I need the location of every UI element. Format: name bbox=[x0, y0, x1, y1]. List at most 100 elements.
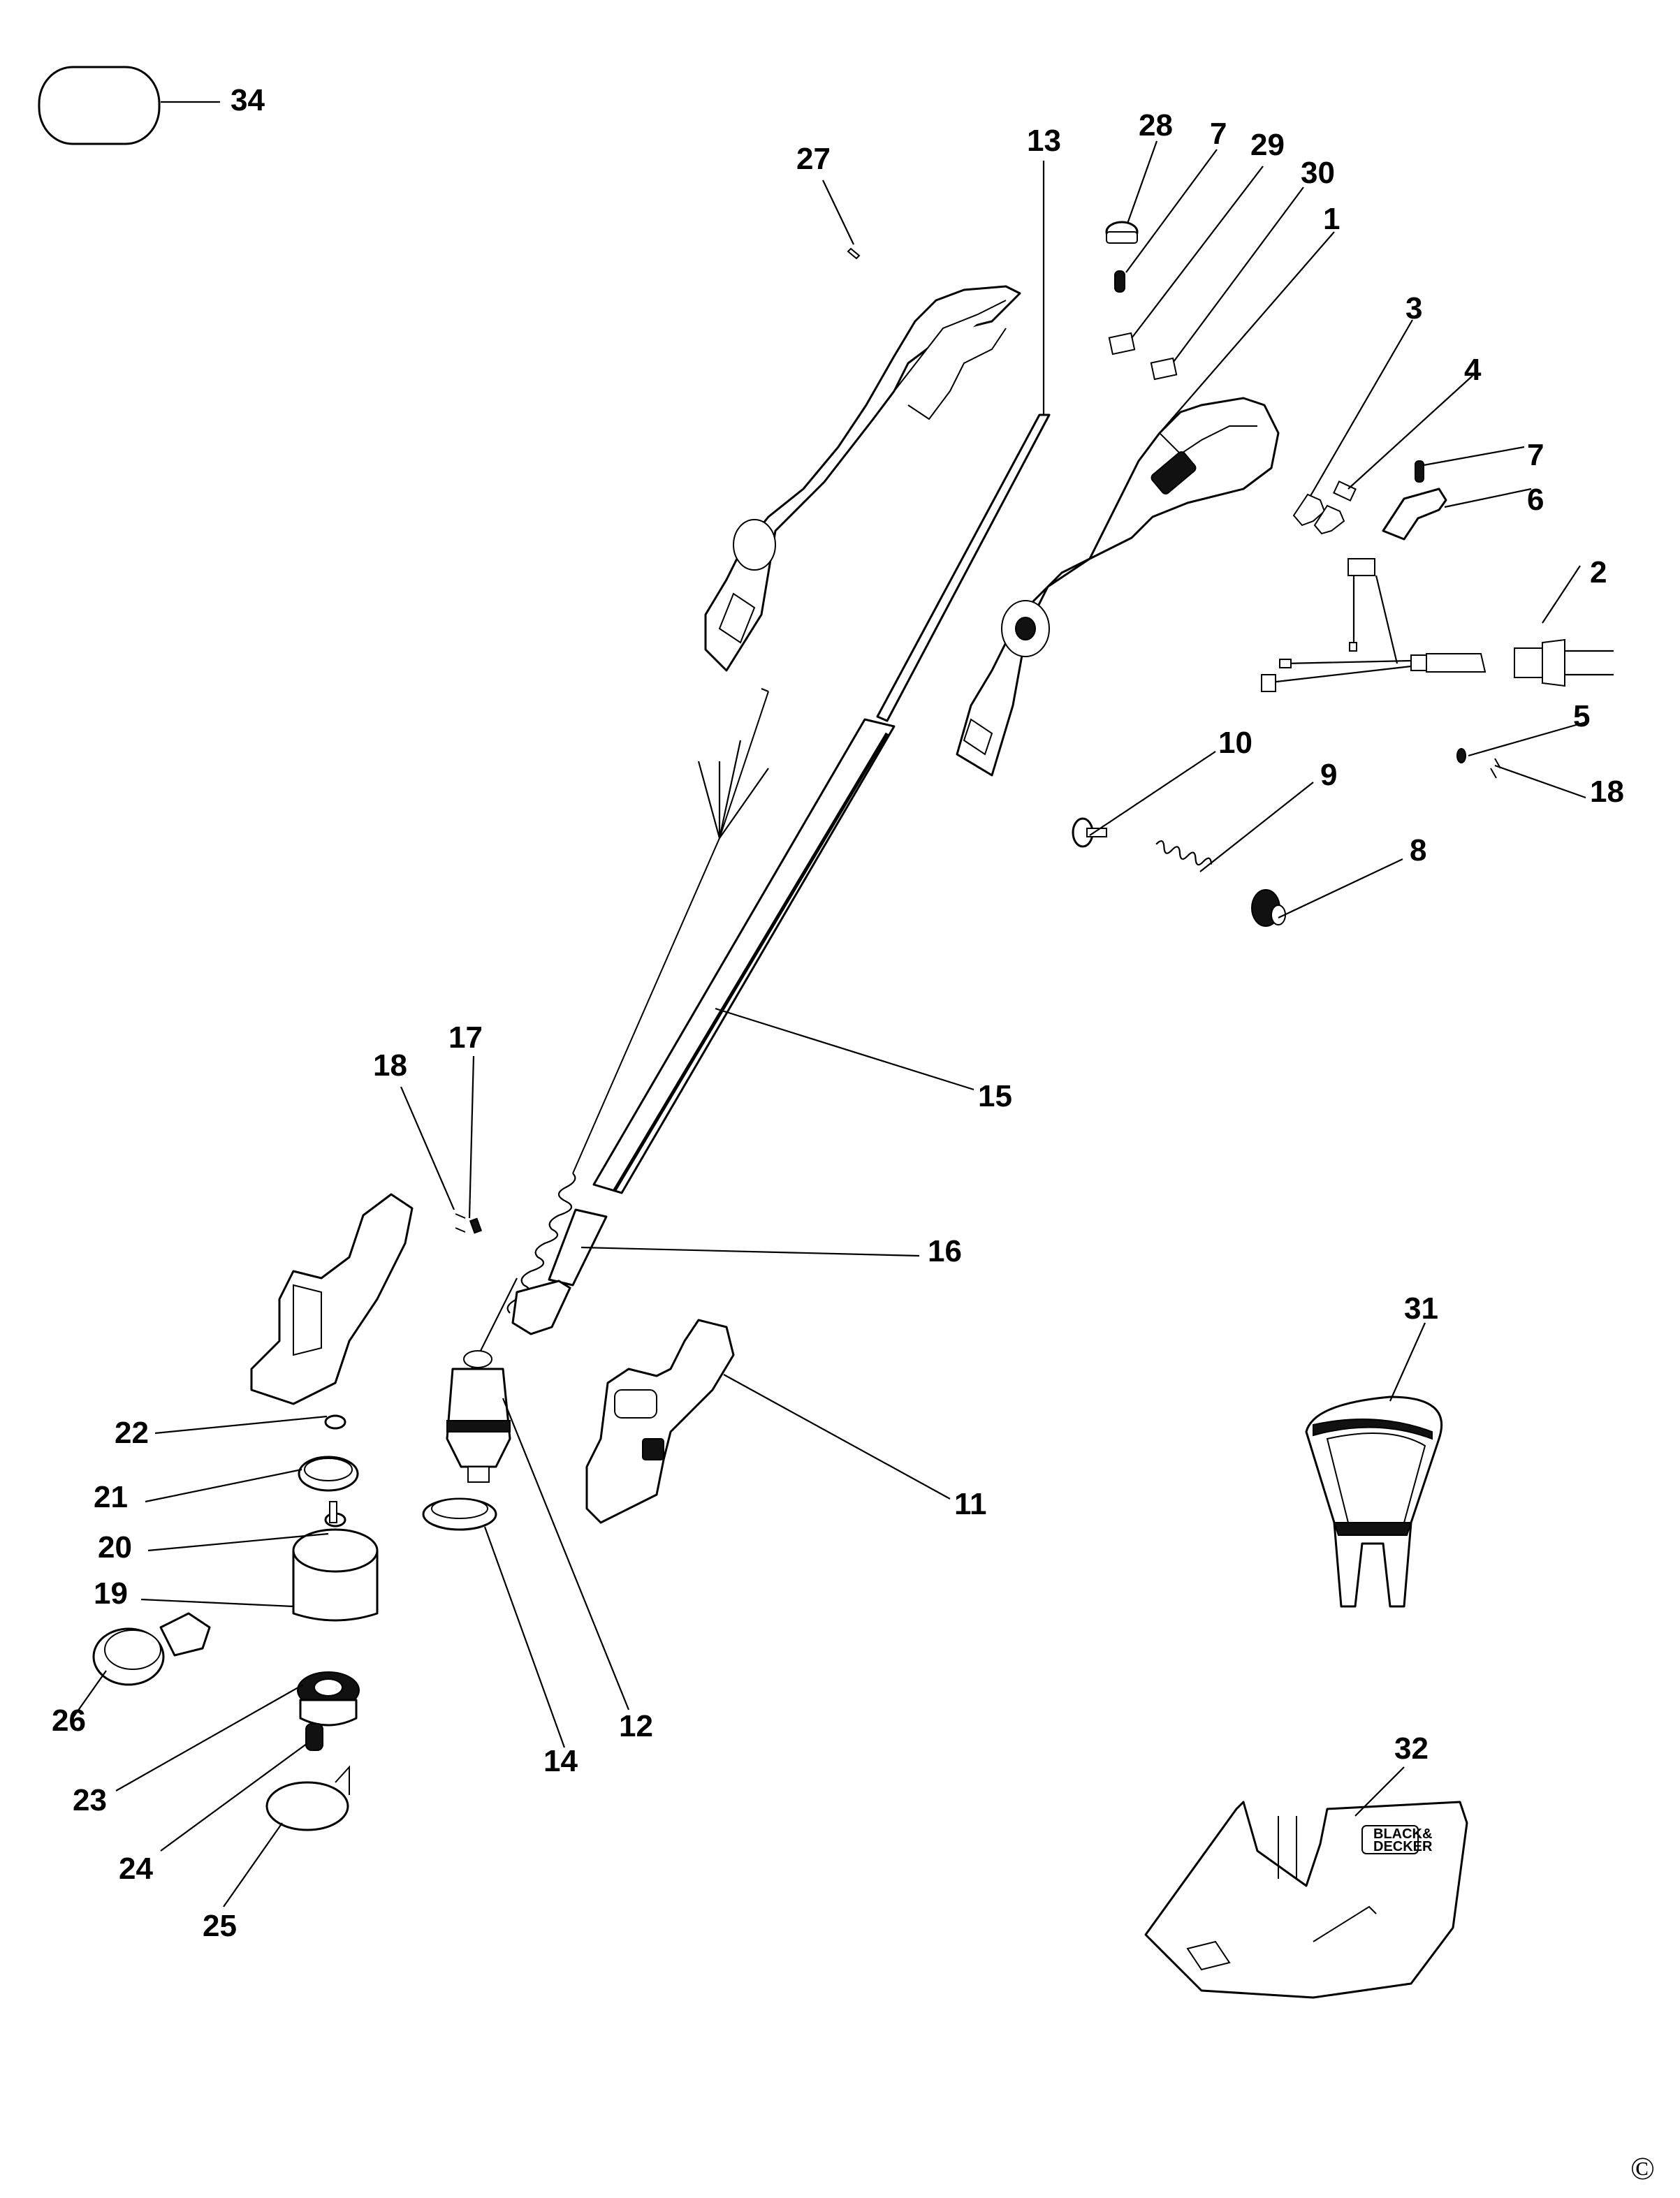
part-label-15: 15 bbox=[978, 1079, 1012, 1113]
leader-line-31 bbox=[1389, 1322, 1426, 1402]
leader-line-32 bbox=[1354, 1766, 1405, 1817]
part-label-17: 17 bbox=[448, 1020, 483, 1055]
part-label-24: 24 bbox=[119, 1852, 153, 1886]
leader-line-7 bbox=[1125, 149, 1218, 273]
part-label-7: 7 bbox=[1527, 438, 1544, 472]
part-label-9: 9 bbox=[1320, 758, 1337, 792]
copyright-symbol: © bbox=[1630, 2151, 1655, 2186]
part-16-lower-tube-collar bbox=[511, 1208, 608, 1335]
part-label-13: 13 bbox=[1027, 124, 1061, 158]
part-27-screw bbox=[847, 247, 861, 260]
leader-line-19 bbox=[140, 1598, 294, 1608]
part-2-power-cord bbox=[1261, 558, 1614, 692]
leader-line-14 bbox=[483, 1526, 566, 1748]
leader-line-16 bbox=[580, 1246, 920, 1257]
leader-line-29 bbox=[1131, 166, 1264, 339]
part-3-terminal-plates bbox=[1292, 493, 1345, 535]
part-label-14: 14 bbox=[543, 1744, 578, 1778]
part-label-22: 22 bbox=[115, 1416, 149, 1450]
leader-line-22 bbox=[154, 1415, 328, 1435]
leader-line-21 bbox=[145, 1468, 302, 1503]
part-34-badge-outline bbox=[38, 66, 161, 145]
leader-line-28 bbox=[1126, 140, 1158, 224]
part-label-1: 1 bbox=[1323, 202, 1340, 236]
leader-line-10 bbox=[1089, 751, 1216, 836]
leader-line-23 bbox=[115, 1684, 304, 1792]
part-label-8: 8 bbox=[1410, 833, 1426, 867]
leader-line-11 bbox=[723, 1374, 951, 1500]
part-label-28: 28 bbox=[1139, 108, 1173, 142]
leader-line-25 bbox=[223, 1822, 283, 1907]
part-22-washer bbox=[324, 1414, 346, 1430]
part-label-23: 23 bbox=[73, 1783, 107, 1817]
part-25-spool-cover bbox=[265, 1765, 350, 1831]
part-motor-housing-left bbox=[250, 1193, 414, 1405]
leader-line-20 bbox=[147, 1532, 329, 1552]
part-label-18: 18 bbox=[1590, 775, 1624, 809]
leader-line-8 bbox=[1278, 858, 1403, 918]
part-label-31: 31 bbox=[1404, 1291, 1438, 1326]
part-30-switch bbox=[1150, 357, 1178, 381]
brand-logo-line1: BLACK& bbox=[1373, 1826, 1432, 1842]
leader-line-18 bbox=[1494, 764, 1586, 799]
leader-line-9 bbox=[1199, 782, 1314, 872]
part-26-edging-wheel bbox=[92, 1612, 211, 1686]
part-label-3: 3 bbox=[1405, 291, 1422, 325]
part-label-26: 26 bbox=[52, 1704, 86, 1738]
part-29-switch bbox=[1108, 332, 1136, 356]
leader-line-4 bbox=[1347, 375, 1473, 490]
part-label-16: 16 bbox=[928, 1234, 962, 1268]
leader-line-26 bbox=[72, 1670, 107, 1719]
part-label-12: 12 bbox=[619, 1709, 653, 1743]
leader-line-12 bbox=[502, 1398, 630, 1710]
part-1-handle-housing-right bbox=[956, 397, 1280, 777]
leader-line-27 bbox=[822, 179, 854, 245]
part-label-21: 21 bbox=[94, 1480, 128, 1514]
leader-line-5 bbox=[1468, 721, 1586, 757]
part-wiring-harness bbox=[460, 687, 769, 1391]
leader-line-30 bbox=[1173, 186, 1304, 362]
part-18-screws bbox=[455, 1213, 466, 1233]
part-label-32: 32 bbox=[1394, 1731, 1429, 1766]
leader-line-18 bbox=[400, 1086, 455, 1210]
part-21-gear bbox=[298, 1456, 359, 1492]
part-7-spring-right bbox=[1415, 460, 1424, 483]
part-label-5: 5 bbox=[1573, 699, 1590, 733]
part-8-knob bbox=[1251, 889, 1286, 927]
leader-line-15 bbox=[715, 1007, 974, 1091]
part-13-tube-insert bbox=[876, 413, 1051, 722]
part-label-34: 34 bbox=[231, 83, 265, 117]
part-28-switch-button bbox=[1105, 221, 1139, 244]
part-label-30: 30 bbox=[1301, 156, 1335, 190]
part-6-trigger bbox=[1382, 488, 1447, 541]
part-label-29: 29 bbox=[1250, 128, 1285, 162]
part-18-cable-clip-right bbox=[1490, 758, 1501, 779]
part-label-25: 25 bbox=[203, 1909, 237, 1943]
part-label-20: 20 bbox=[98, 1530, 132, 1565]
leader-line-3 bbox=[1310, 319, 1413, 497]
part-handle-housing-left bbox=[704, 285, 1021, 672]
part-15-shaft-tube bbox=[592, 718, 896, 1194]
leader-line-6 bbox=[1444, 488, 1532, 508]
part-10-locking-button bbox=[1072, 817, 1107, 848]
part-label-11: 11 bbox=[954, 1487, 987, 1521]
part-17-cable-clamp bbox=[469, 1217, 483, 1234]
part-label-7: 7 bbox=[1210, 117, 1227, 151]
leader-line-2 bbox=[1542, 565, 1581, 624]
part-11-motor-housing-right bbox=[585, 1319, 735, 1524]
part-24-spool-spring bbox=[305, 1723, 323, 1751]
part-label-2: 2 bbox=[1590, 555, 1607, 589]
part-label-19: 19 bbox=[94, 1576, 128, 1611]
part-19-spool-housing bbox=[292, 1501, 379, 1622]
leader-line-17 bbox=[468, 1055, 475, 1219]
part-label-6: 6 bbox=[1527, 483, 1544, 517]
part-31-front-handle bbox=[1305, 1395, 1443, 1608]
part-label-4: 4 bbox=[1464, 353, 1482, 387]
part-12-motor bbox=[446, 1350, 511, 1483]
part-label-10: 10 bbox=[1218, 726, 1252, 760]
part-32-guard: BLACK& DECKER bbox=[1144, 1801, 1468, 1999]
part-7-spring-top bbox=[1114, 270, 1125, 293]
leader-line-24 bbox=[160, 1743, 308, 1852]
